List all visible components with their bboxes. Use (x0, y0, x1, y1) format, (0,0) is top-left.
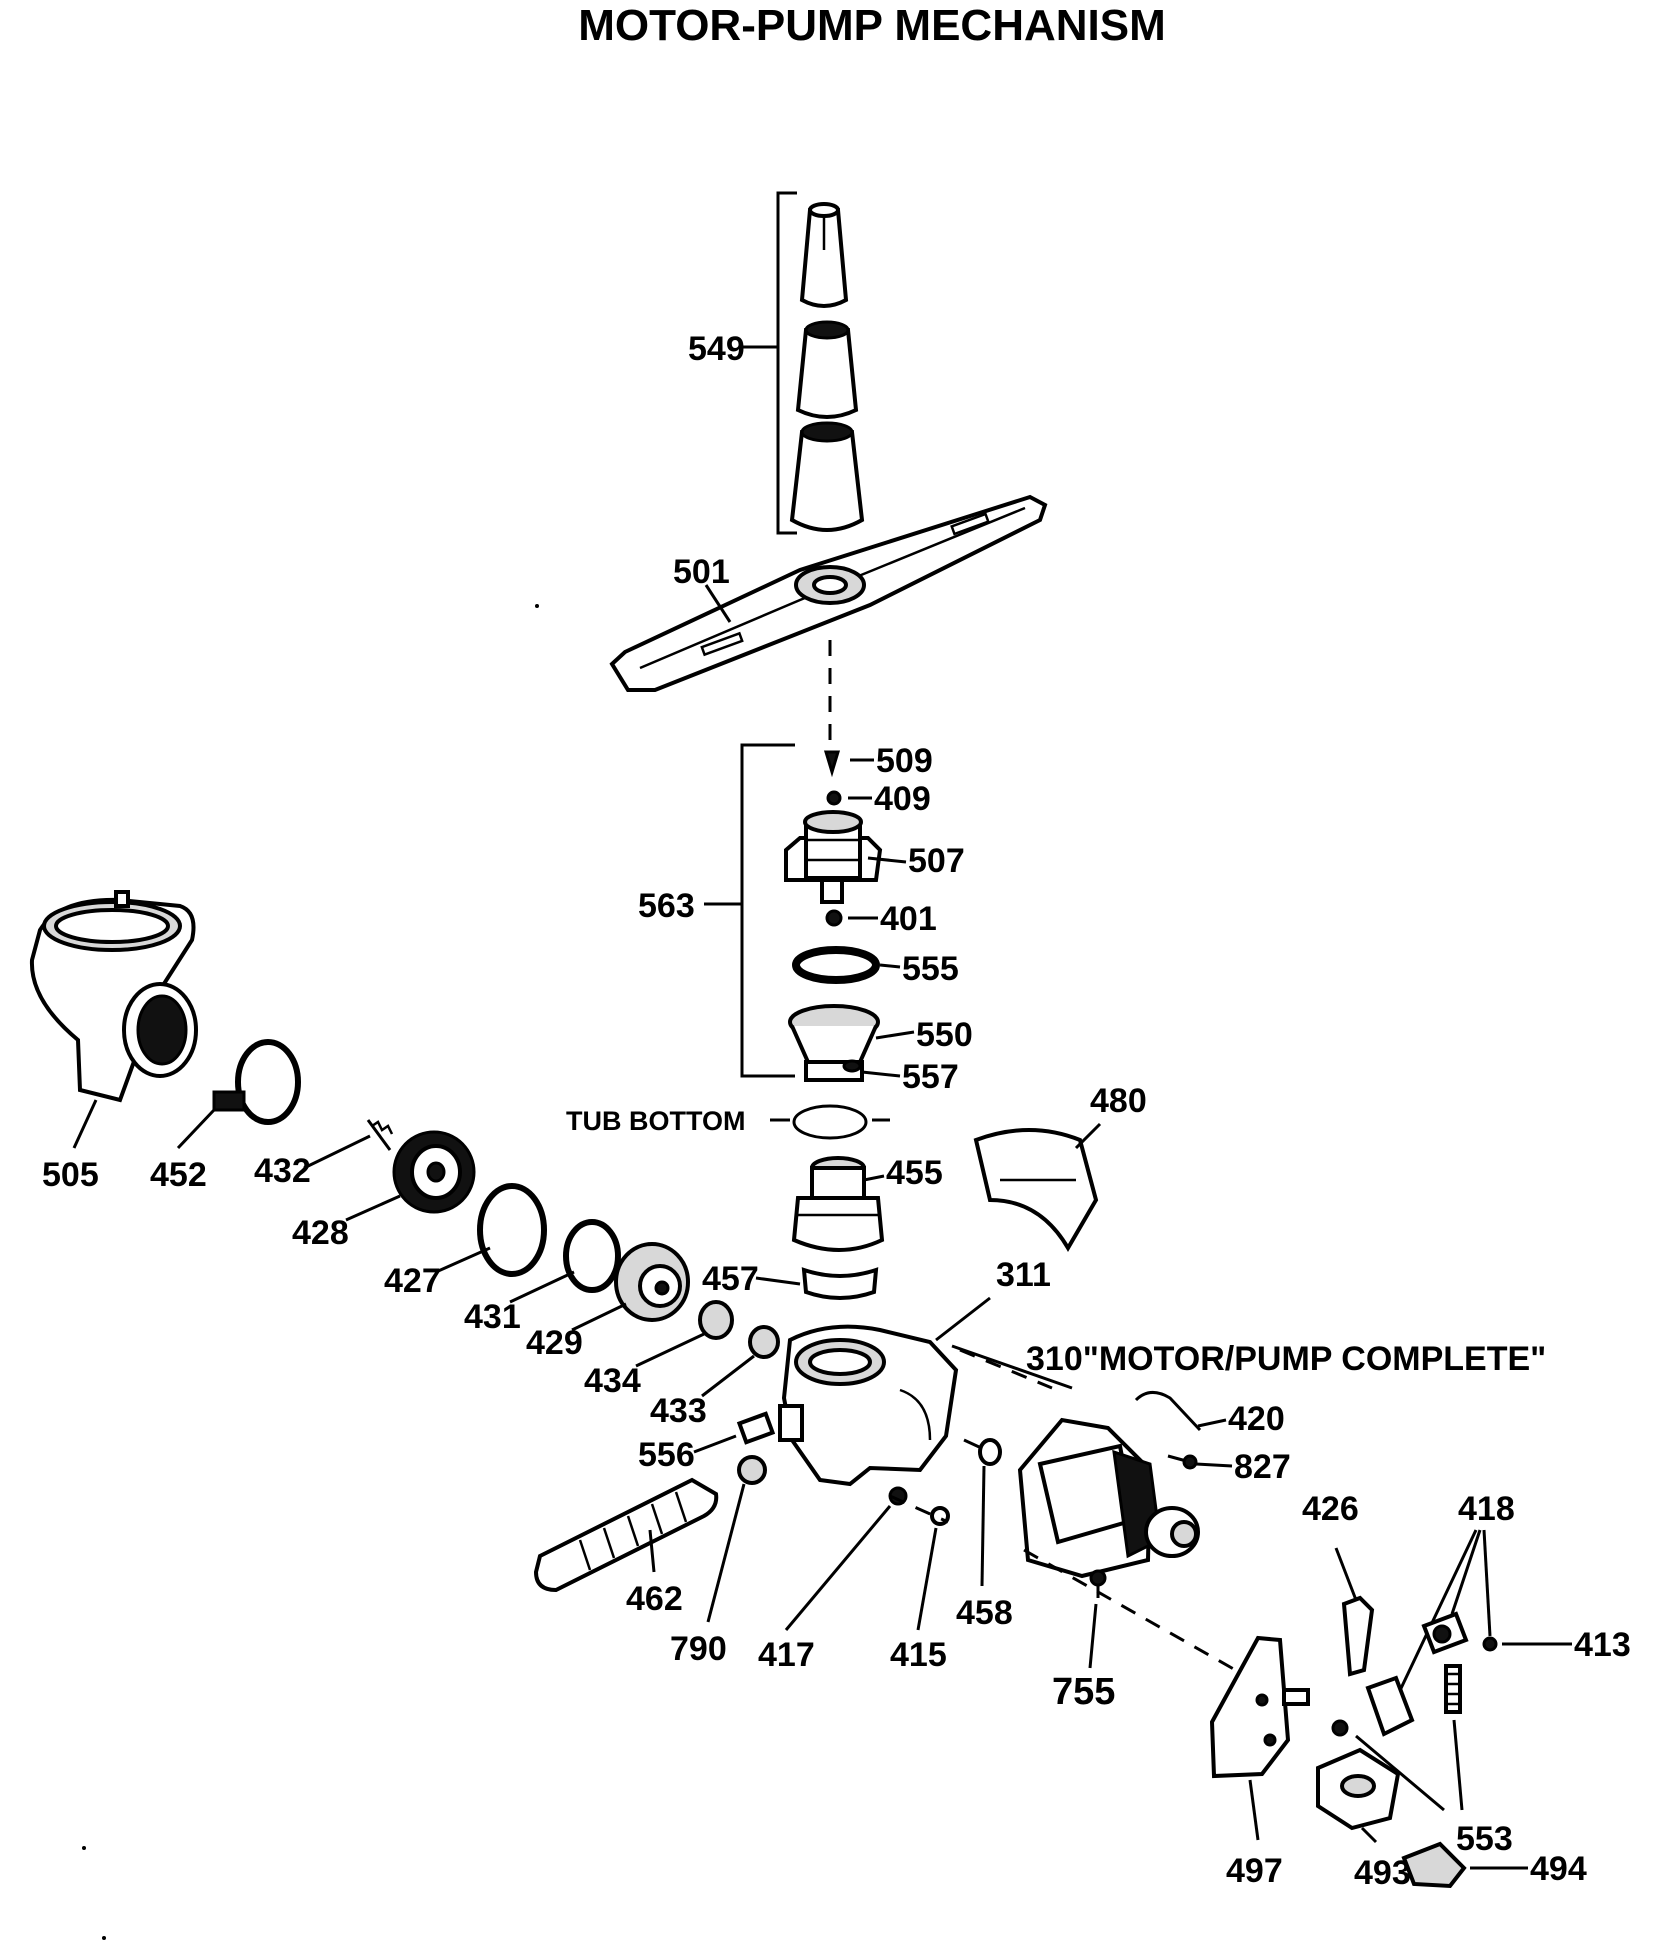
label-310: 310"MOTOR/PUMP COMPLETE" (1026, 1340, 1546, 1378)
label-420: 420 (1228, 1400, 1285, 1438)
label-457: 457 (702, 1260, 759, 1298)
label-790: 790 (670, 1630, 727, 1668)
label-507: 507 (908, 842, 965, 880)
part-433-seal (748, 1325, 780, 1359)
label-555: 555 (902, 950, 959, 988)
label-426: 426 (1302, 1490, 1359, 1528)
part-549-spray-tube (789, 202, 865, 532)
label-428: 428 (292, 1214, 349, 1252)
part-434-bearing (698, 1300, 734, 1340)
label-431: 431 (464, 1298, 521, 1336)
label-509: 509 (876, 742, 933, 780)
label-434: 434 (584, 1362, 641, 1400)
label-409: 409 (874, 780, 931, 818)
bracket-549 (776, 191, 797, 535)
part-827-screw (1167, 1454, 1198, 1470)
part-452-clamp (212, 1039, 301, 1125)
part-431-ring (563, 1219, 621, 1293)
label-462: 462 (626, 1580, 683, 1618)
part-458-bolt (963, 1438, 1002, 1466)
part-480-shield (973, 1128, 1099, 1252)
label-563: 563 (638, 887, 695, 925)
label-433: 433 (650, 1392, 707, 1430)
stray-dot-2 (82, 1846, 86, 1850)
label-755: 755 (1052, 1671, 1115, 1713)
label-401: 401 (880, 900, 937, 938)
label-505: 505 (42, 1156, 99, 1194)
label-494: 494 (1530, 1850, 1587, 1888)
bracket-563 (740, 743, 795, 1078)
part-427-ring (477, 1183, 547, 1277)
part-494-cap (1401, 1841, 1467, 1889)
label-827: 827 (1234, 1448, 1291, 1486)
part-420-wire (1134, 1391, 1202, 1432)
part-550-filter (788, 1004, 880, 1064)
part-493-holder (1316, 1747, 1401, 1831)
label-458: 458 (956, 1594, 1013, 1632)
label-557: 557 (902, 1058, 959, 1096)
part-426-clip (1341, 1595, 1375, 1677)
label-480: 480 (1090, 1082, 1147, 1120)
label-455: 455 (886, 1154, 943, 1192)
label-553: 553 (1456, 1820, 1513, 1858)
bracket-310 (951, 1344, 1073, 1390)
part-553-spring (1331, 1664, 1462, 1737)
tub-bottom-opening (792, 1104, 868, 1140)
part-497-bracket (1209, 1635, 1310, 1779)
label-497: 497 (1226, 1852, 1283, 1890)
part-432-spring (366, 1119, 394, 1151)
label-tub-bottom: TUB BOTTOM (566, 1106, 745, 1136)
label-432: 432 (254, 1152, 311, 1190)
part-509-screw (823, 750, 841, 778)
part-455-housing (791, 1156, 885, 1252)
part-418-switch-arm (1421, 1611, 1469, 1655)
part-462-auger (533, 1477, 719, 1593)
part-457-clamp (801, 1267, 879, 1300)
label-549: 549 (688, 330, 745, 368)
part-555-ring (792, 946, 880, 984)
part-790-fitting (737, 1455, 767, 1485)
label-418: 418 (1458, 1490, 1515, 1528)
part-311-pump-housing (778, 1324, 959, 1487)
label-550: 550 (916, 1016, 973, 1054)
part-418-lever (1365, 1675, 1415, 1737)
diagram-title: MOTOR-PUMP MECHANISM (578, 1, 1166, 50)
part-401-ball (825, 909, 843, 927)
stray-dot-3 (102, 1936, 106, 1940)
part-429-impeller (614, 1242, 690, 1322)
label-417: 417 (758, 1636, 815, 1674)
centerline-motor-bracket (1023, 1548, 1261, 1686)
label-311: 311 (996, 1256, 1051, 1294)
part-409-washer (826, 790, 842, 806)
part-413-screw (1482, 1636, 1498, 1652)
part-557-seal (804, 1059, 864, 1082)
label-415: 415 (890, 1636, 947, 1674)
part-428-impeller (392, 1130, 476, 1214)
part-507-hub (784, 810, 883, 904)
label-427: 427 (384, 1262, 441, 1300)
part-501-spray-arm (609, 494, 1048, 692)
label-413: 413 (1574, 1626, 1631, 1664)
label-493: 493 (1354, 1854, 1411, 1892)
part-556-plug (736, 1411, 776, 1445)
label-429: 429 (526, 1324, 583, 1362)
label-501: 501 (673, 553, 730, 591)
part-310-motor (1017, 1417, 1200, 1579)
label-452: 452 (150, 1156, 207, 1194)
stray-dot-1 (535, 604, 539, 608)
label-556: 556 (638, 1436, 695, 1474)
part-505-sump (29, 890, 198, 1103)
